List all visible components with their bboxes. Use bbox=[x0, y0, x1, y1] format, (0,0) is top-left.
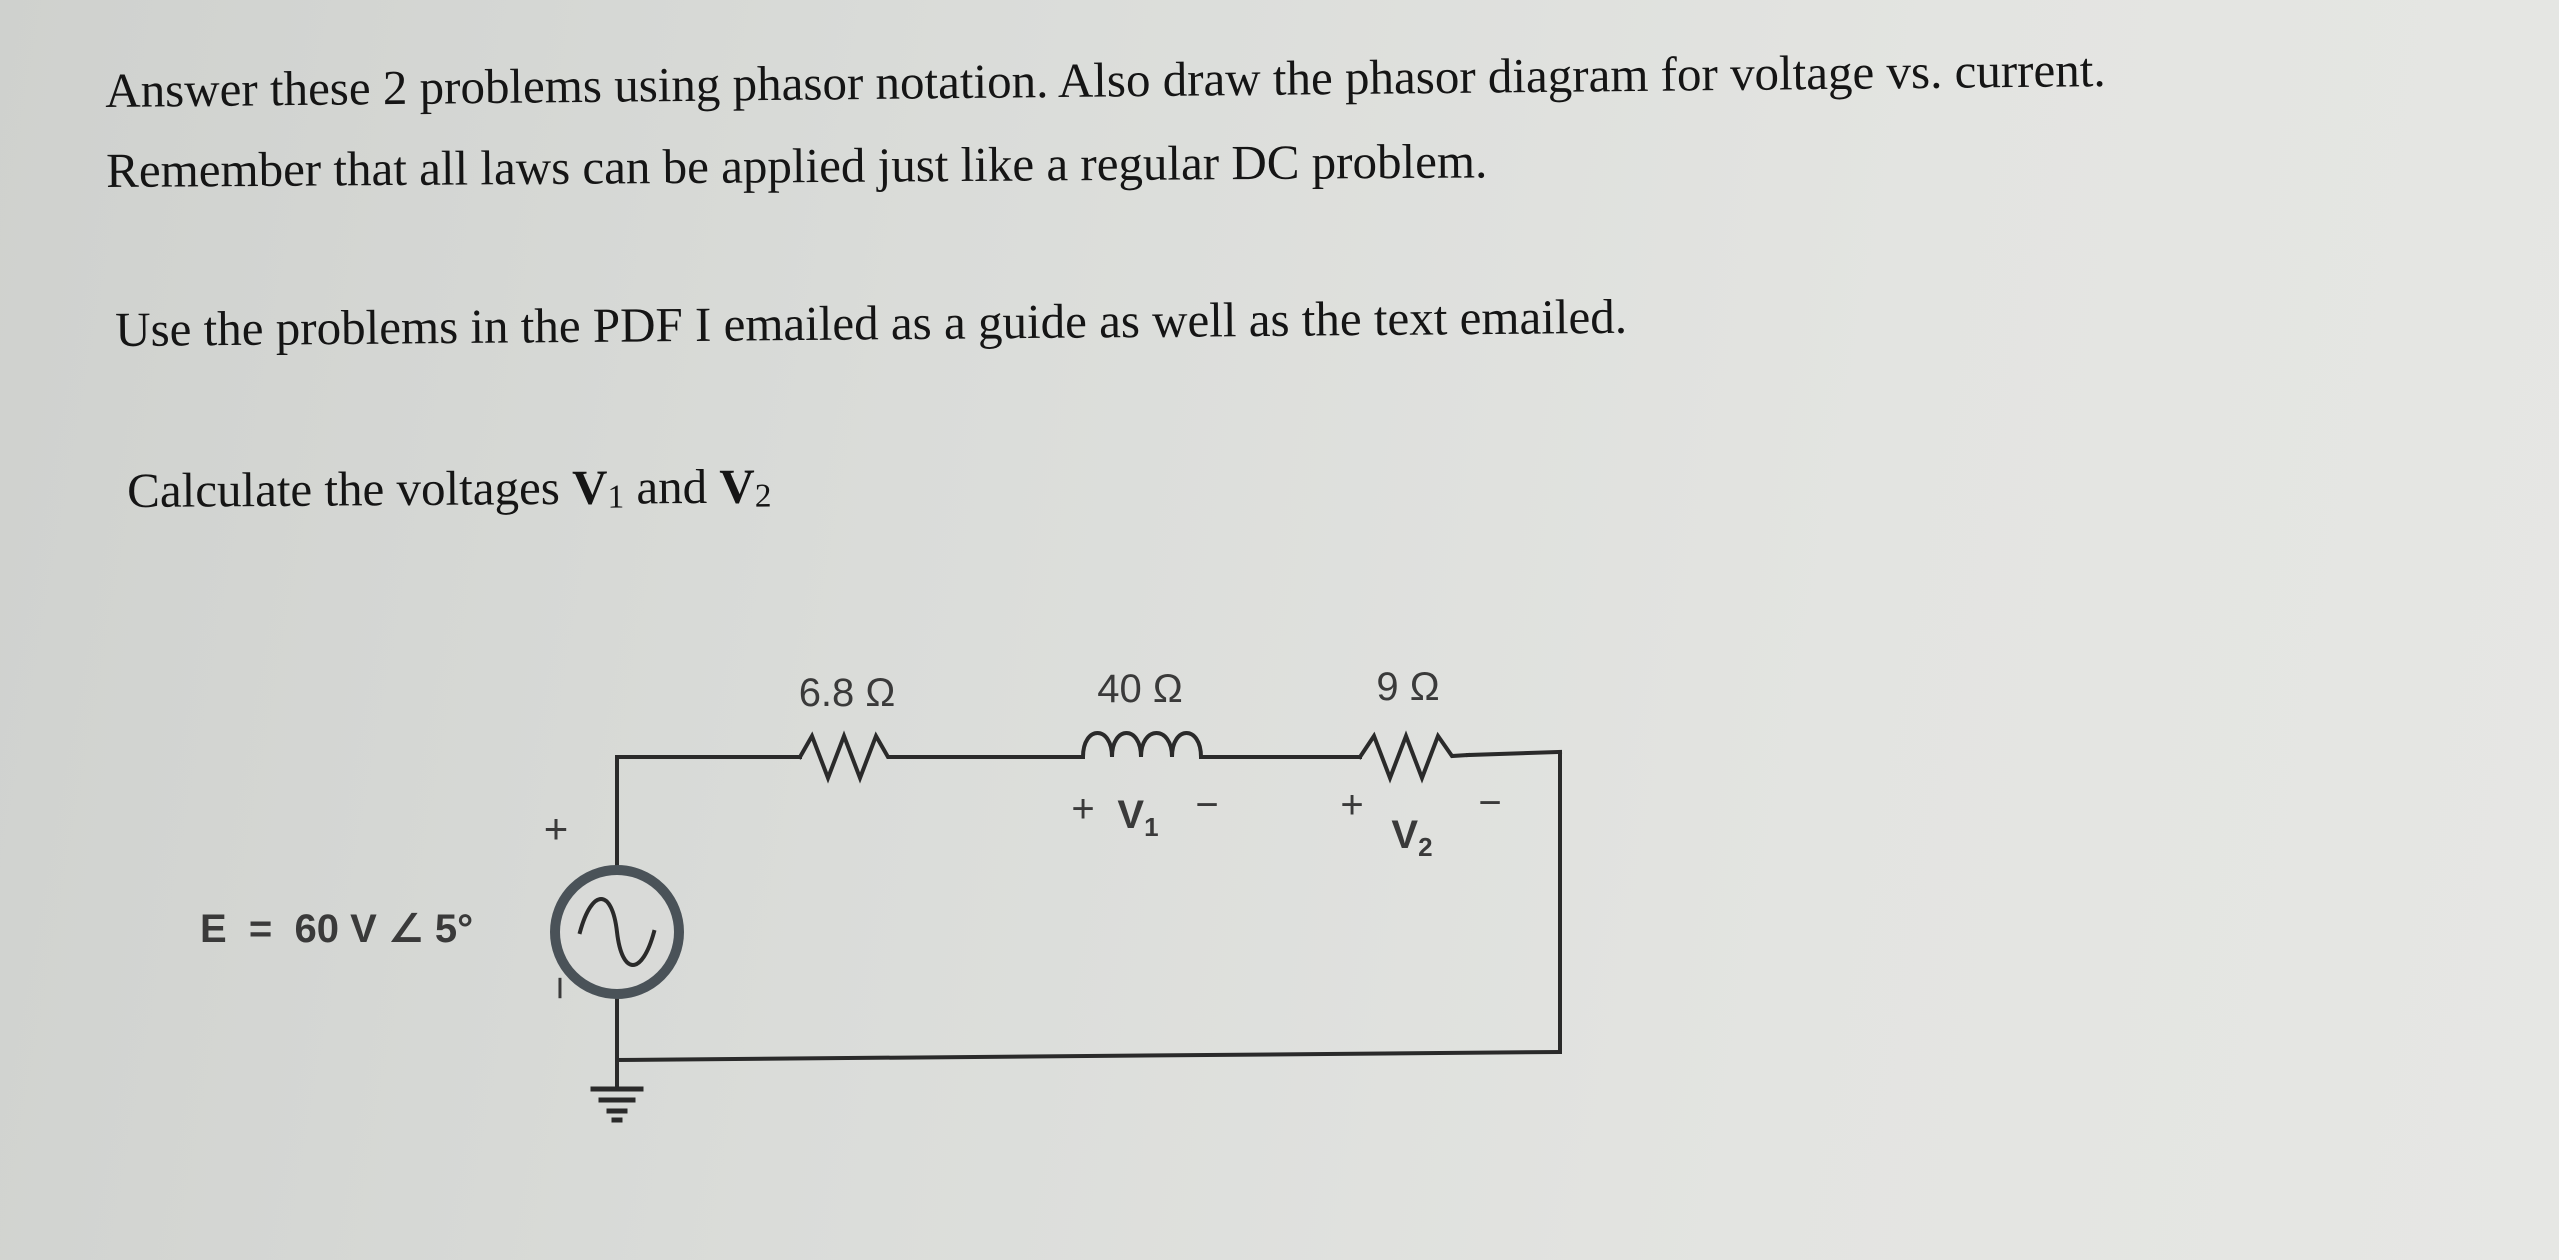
v2-label: V2 bbox=[1391, 813, 1432, 862]
v1-plus-sign: + bbox=[1071, 787, 1094, 831]
resistor-6-8-ohm bbox=[797, 730, 902, 784]
inductor-40-label: 40 Ω bbox=[1097, 667, 1183, 711]
resistor-9-label: 9 Ω bbox=[1376, 665, 1439, 709]
ground-icon bbox=[590, 1086, 644, 1123]
wire-bottom bbox=[614, 1049, 1563, 1063]
v1-minus-sign: − bbox=[1195, 783, 1218, 827]
sine-wave-icon bbox=[577, 897, 657, 967]
v1-label: V1 bbox=[1117, 793, 1158, 842]
resistor-6-8-label: 6.8 Ω bbox=[799, 671, 896, 715]
inductor-40-ohm bbox=[1080, 731, 1204, 760]
v2-plus-sign: + bbox=[1340, 783, 1363, 827]
source-minus-sign: − bbox=[537, 976, 584, 1001]
resistor-9-ohm bbox=[1357, 730, 1471, 784]
source-plus-sign: + bbox=[544, 805, 569, 852]
source-label: E = 60 V ∠ 5° bbox=[200, 907, 473, 951]
wire-top-left bbox=[615, 755, 802, 872]
v2-minus-sign: − bbox=[1478, 781, 1501, 825]
wire-top-far-right bbox=[1465, 749, 1563, 758]
